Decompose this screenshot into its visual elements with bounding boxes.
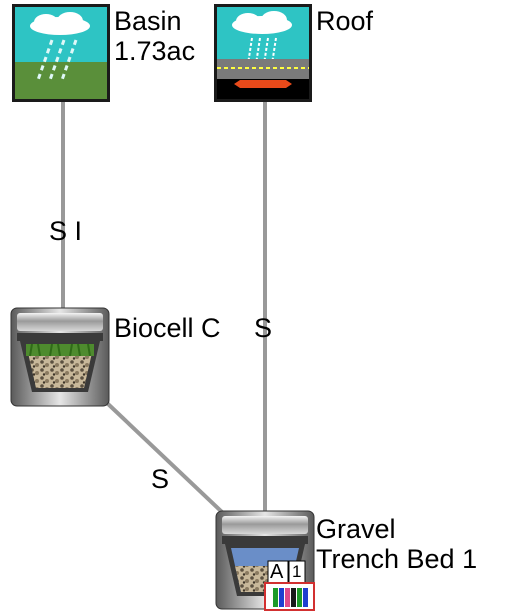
biocell-icon[interactable] (10, 307, 110, 407)
node-label-roof-line1: Roof (316, 6, 374, 36)
node-label-biocell-line1: Biocell C (114, 313, 221, 343)
link-label-roof-gravel: S (254, 313, 273, 343)
basin-rain-icon[interactable] (12, 4, 110, 102)
link-label-biocell-gravel: S (151, 464, 170, 494)
node-label-roof: Roof (316, 6, 373, 36)
node-label-basin: Basin 1.73ac (114, 6, 195, 66)
node-status-badge (267, 560, 306, 584)
node-label-gravel: Gravel Trench Bed 1 (316, 514, 477, 574)
badge-letter: A (270, 561, 284, 583)
roof-rain-icon[interactable] (214, 4, 312, 102)
badge-number: 1 (292, 562, 302, 581)
link-biocell-gravel[interactable] (105, 401, 225, 515)
link-label-basin-biocell: S I (49, 216, 83, 246)
node-label-gravel-line1: Gravel (316, 514, 396, 544)
node-label-basin-line2: 1.73ac (114, 36, 196, 66)
node-label-biocell: Biocell C (114, 313, 221, 343)
node-label-gravel-line2: Trench Bed 1 (316, 544, 478, 574)
node-label-basin-line1: Basin (114, 6, 182, 36)
bar-graph-icon[interactable] (264, 582, 315, 611)
